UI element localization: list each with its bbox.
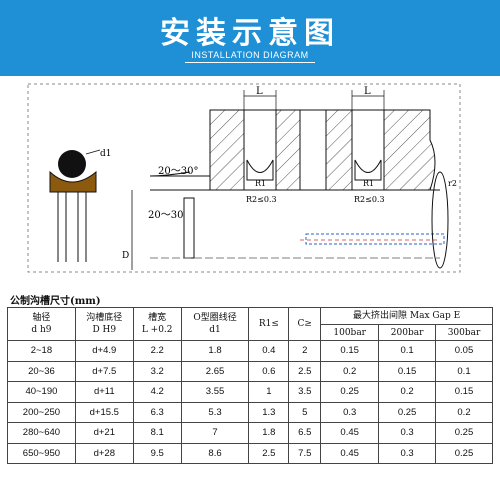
table-cell: 0.3 bbox=[320, 401, 380, 423]
table-cell: 1.3 bbox=[248, 401, 290, 423]
header-gap-100: 100bar bbox=[320, 324, 380, 341]
table-cell: d+28 bbox=[74, 442, 134, 464]
table-cell: 0.4 bbox=[248, 340, 290, 362]
table-cell: 5 bbox=[288, 401, 322, 423]
r2-left-label: R2≤0.3 bbox=[246, 195, 277, 204]
table-caption: 公制沟槽尺寸(mm) bbox=[10, 296, 101, 307]
chamfer-label: r2 bbox=[448, 179, 457, 188]
table-cell: d+11 bbox=[74, 381, 134, 403]
table-cell: 0.2 bbox=[378, 381, 437, 403]
table-cell: 20~36 bbox=[7, 360, 76, 382]
table-cell: 0.25 bbox=[378, 401, 437, 423]
table-cell: d+7.5 bbox=[74, 360, 134, 382]
table-cell: 0.15 bbox=[435, 381, 493, 403]
table-cell: 4.2 bbox=[132, 381, 182, 403]
diagram-frame bbox=[27, 83, 461, 273]
table-cell: 9.5 bbox=[132, 442, 182, 464]
table-cell: 8.6 bbox=[180, 442, 250, 464]
shaft-d-label: D bbox=[122, 251, 129, 261]
table-cell: 3.55 bbox=[180, 381, 250, 403]
table-cell: 2.65 bbox=[180, 360, 250, 382]
angle-top-label: 20～30° bbox=[158, 166, 198, 177]
table-cell: 0.2 bbox=[435, 401, 493, 423]
table-cell: 2.5 bbox=[248, 442, 290, 464]
table-cell: 0.3 bbox=[378, 422, 437, 444]
table-cell: 3.5 bbox=[288, 381, 322, 403]
title-banner: 安装示意图 INSTALLATION DIAGRAM bbox=[0, 0, 500, 76]
table-cell: 1.8 bbox=[180, 340, 250, 362]
table-cell: 2.2 bbox=[132, 340, 182, 362]
table-cell: 5.3 bbox=[180, 401, 250, 423]
oring-circle bbox=[58, 150, 86, 178]
l-right-label: L bbox=[364, 86, 371, 97]
table-cell: 0.05 bbox=[435, 340, 493, 362]
table-cell: 2.5 bbox=[288, 360, 322, 382]
subtitle-underline bbox=[185, 62, 315, 63]
housing bbox=[209, 109, 436, 191]
seal-cross-section: d1 bbox=[49, 149, 112, 262]
table-cell: 0.2 bbox=[320, 360, 380, 382]
guide-outline bbox=[305, 233, 445, 245]
table-cell: 3.2 bbox=[132, 360, 182, 382]
seal-body bbox=[49, 170, 97, 193]
table-cell: d+21 bbox=[74, 422, 134, 444]
page-title: 安装示意图 bbox=[160, 16, 340, 51]
table-cell: 0.25 bbox=[320, 381, 380, 403]
table-cell: 2~18 bbox=[7, 340, 76, 362]
table-cell: 6.5 bbox=[288, 422, 322, 444]
page-subtitle: INSTALLATION DIAGRAM bbox=[191, 50, 309, 60]
table-cell: 200~250 bbox=[7, 401, 76, 423]
table-cell: 8.1 bbox=[132, 422, 182, 444]
table-cell: 6.3 bbox=[132, 401, 182, 423]
table-cell: 0.15 bbox=[320, 340, 380, 362]
header-gap-300: 300bar bbox=[435, 324, 493, 341]
table-cell: d+4.9 bbox=[74, 340, 134, 362]
header-gap-200: 200bar bbox=[378, 324, 437, 341]
angle-bottom-label: 20～30° bbox=[148, 210, 188, 221]
table-cell: 0.1 bbox=[378, 340, 437, 362]
r1-right-label: R1 bbox=[363, 179, 374, 188]
table-cell: d+15.5 bbox=[74, 401, 134, 423]
table-cell: 0.25 bbox=[435, 422, 493, 444]
table-cell: 0.45 bbox=[320, 442, 380, 464]
l-left-label: L bbox=[256, 86, 263, 97]
table-cell: 2 bbox=[288, 340, 322, 362]
r1-left-label: R1 bbox=[255, 179, 266, 188]
table-cell: 0.25 bbox=[435, 442, 493, 464]
table-cell: 7.5 bbox=[288, 442, 322, 464]
table-cell: 0.15 bbox=[378, 360, 437, 382]
diagram-svg: d1 R1 R1 L L 20～30° 20～30° D R2≤0.3 R2≤0… bbox=[27, 83, 461, 273]
table-cell: 40~190 bbox=[7, 381, 76, 403]
header-max-gap: 最大挤出间隙 Max Gap E bbox=[320, 307, 493, 325]
table-cell: 7 bbox=[180, 422, 250, 444]
table-cell: 650~950 bbox=[7, 442, 76, 464]
table-cell: 1 bbox=[248, 381, 290, 403]
installation-diagram: d1 R1 R1 L L 20～30° 20～30° D R2≤0.3 R2≤0… bbox=[0, 80, 500, 280]
header-c: C≥ bbox=[288, 307, 322, 341]
table-cell: 1.8 bbox=[248, 422, 290, 444]
d1-label: d1 bbox=[100, 149, 112, 159]
table-cell: 0.45 bbox=[320, 422, 380, 444]
table-cell: 0.6 bbox=[248, 360, 290, 382]
table-cell: 280~640 bbox=[7, 422, 76, 444]
table-cell: 0.3 bbox=[378, 442, 437, 464]
table-cell: 0.1 bbox=[435, 360, 493, 382]
r2-right-label: R2≤0.3 bbox=[354, 195, 385, 204]
header-r1: R1≤ bbox=[248, 307, 290, 341]
